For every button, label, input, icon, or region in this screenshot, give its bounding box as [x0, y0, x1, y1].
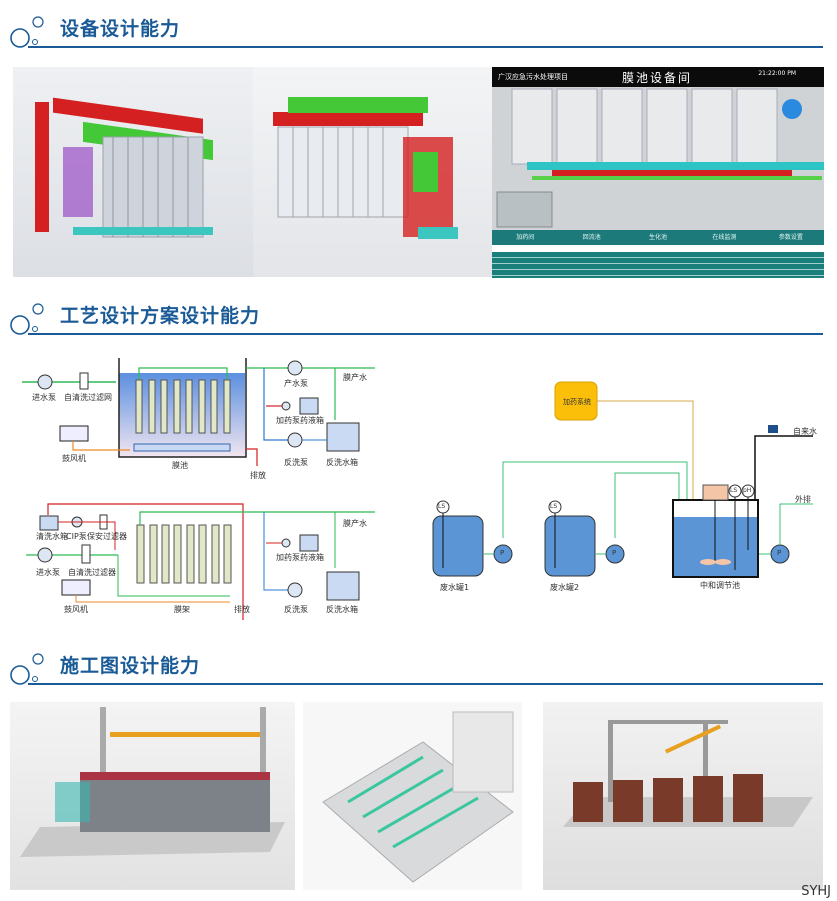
- label: 加药泵: [276, 553, 300, 562]
- tank1-label: 废水罐1: [440, 583, 470, 592]
- label: 保安过滤器: [87, 532, 127, 541]
- pump-label: P: [777, 549, 782, 557]
- label: 产水泵: [284, 379, 308, 388]
- label: 膜产水: [343, 373, 367, 382]
- ls-label: LS: [438, 503, 446, 510]
- label: 鼓风机: [64, 605, 88, 614]
- label: 反洗水箱: [326, 458, 358, 467]
- label: 膜池: [172, 461, 188, 470]
- dosing-system-label: 加药系统: [563, 398, 591, 406]
- scada-time: 21:22:00 PM: [758, 70, 796, 77]
- label: 清洗水箱: [36, 532, 68, 541]
- footer-mark: SYHJ: [801, 884, 831, 899]
- scada-tab[interactable]: 加药间: [516, 234, 535, 241]
- membrane-rack-render-2: [253, 67, 492, 277]
- label: CIP泵: [66, 532, 87, 541]
- construction-render-2: [303, 702, 522, 890]
- label: 排放: [234, 605, 250, 614]
- scada-project: 广汉应急污水处理项目: [498, 73, 568, 81]
- bubbles-icon: [10, 303, 44, 335]
- tank2-label: 废水罐2: [550, 583, 580, 592]
- membrane-rack-render-1: [13, 67, 253, 277]
- scada-tab[interactable]: 回流池: [582, 234, 601, 241]
- label: 自清洗过滤网: [64, 393, 112, 402]
- label: 反洗泵: [284, 605, 308, 614]
- divider: [28, 333, 823, 335]
- basin-label: 中和调节池: [700, 581, 740, 590]
- section-title: 施工图设计能力: [60, 655, 201, 677]
- discharge-label: 外排: [795, 495, 811, 504]
- label: 反洗水箱: [326, 605, 358, 614]
- ls-label: LS: [550, 503, 558, 510]
- scada-title: 膜池设备间: [622, 71, 693, 85]
- alarm-table: [492, 252, 824, 278]
- tap-water-label: 自来水: [793, 427, 817, 436]
- label: 膜架: [174, 605, 190, 614]
- scada-header: 广汉应急污水处理项目 膜池设备间 21:22:00 PM: [492, 67, 824, 87]
- divider: [28, 46, 823, 48]
- ph-label: pH: [743, 487, 752, 494]
- construction-render-3: [543, 702, 823, 890]
- label: 进水泵: [36, 568, 60, 577]
- pump-label: P: [612, 549, 617, 557]
- label: 自清洗过滤器: [68, 568, 116, 577]
- scada-pool-graphic: [496, 88, 824, 228]
- mbr-process-diagram: 进水泵 自清洗过滤网 鼓风机 膜池 产水泵 膜产水 加药泵 药液箱 反洗泵 反洗…: [0, 340, 400, 620]
- section-header-process: 工艺设计方案设计能力: [8, 295, 823, 335]
- construction-render-1: [10, 702, 295, 890]
- label: 进水泵: [32, 393, 56, 402]
- neutralization-diagram: 加药系统 自来水 外排 废水罐1 废水罐2 中和调节池 LS LS LS pH …: [410, 370, 830, 592]
- section-header-construction: 施工图设计能力: [8, 645, 823, 685]
- label: 反洗泵: [284, 458, 308, 467]
- label: 鼓风机: [62, 454, 86, 463]
- scada-tab[interactable]: 参数设置: [778, 234, 803, 241]
- scada-screen: 广汉应急污水处理项目 膜池设备间 21:22:00 PM 加药间 回流池 生化池…: [492, 67, 824, 278]
- pump-label: P: [500, 549, 505, 557]
- ls-label: LS: [730, 487, 738, 494]
- label: 药液箱: [300, 553, 324, 562]
- section-title: 工艺设计方案设计能力: [60, 305, 261, 327]
- label: 排放: [250, 471, 266, 480]
- section-title: 设备设计能力: [60, 18, 181, 40]
- scada-tab[interactable]: 在线监测: [712, 234, 737, 241]
- label: 加药泵: [276, 416, 300, 425]
- label: 膜产水: [343, 519, 367, 528]
- scada-tab[interactable]: 生化池: [649, 234, 668, 241]
- label: 药液箱: [300, 416, 324, 425]
- section-header-equipment: 设备设计能力: [8, 8, 823, 48]
- scada-tab-bar: 加药间 回流池 生化池 在线监测 参数设置: [492, 230, 824, 245]
- bubbles-icon: [10, 16, 44, 48]
- divider: [28, 683, 823, 685]
- bubbles-icon: [10, 653, 44, 685]
